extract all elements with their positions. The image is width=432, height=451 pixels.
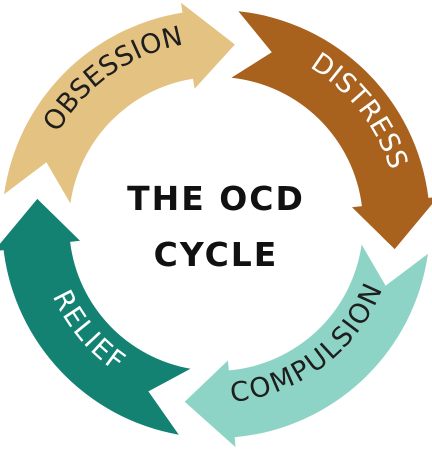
center-title-line-1: THE OCD xyxy=(127,179,305,218)
relief-arrow xyxy=(0,198,191,435)
obsession-arrow xyxy=(4,2,235,204)
compulsion-arrow xyxy=(184,244,428,448)
center-title-line-2: CYCLE xyxy=(154,235,279,274)
distress-arrow xyxy=(231,11,432,250)
